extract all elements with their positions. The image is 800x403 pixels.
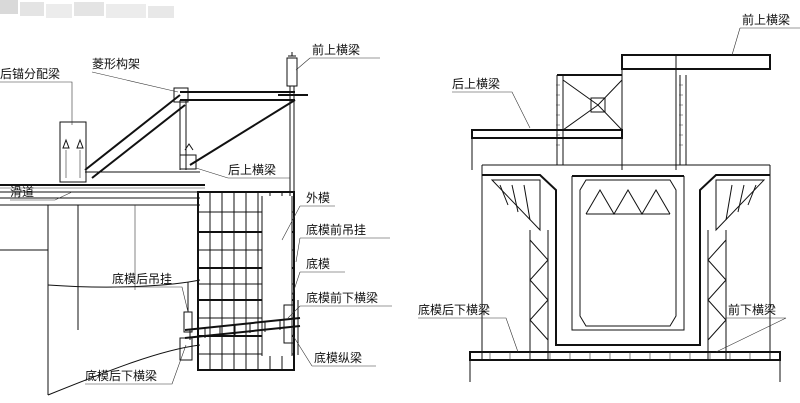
label-bottom-form: 底模 xyxy=(306,256,330,271)
outer-form-grid xyxy=(197,191,295,371)
label-front-upper-beam-right: 前上横梁 xyxy=(742,12,790,27)
label-rear-upper-beam-left: 后上横梁 xyxy=(228,162,276,177)
blurred-watermark xyxy=(0,0,174,18)
label-slide-rail: 滑道 xyxy=(10,185,34,199)
label-bottom-form-longitudinal-beam: 底模纵梁 xyxy=(314,350,362,365)
label-rear-upper-beam-right: 后上横梁 xyxy=(452,76,500,91)
leader-lines xyxy=(0,27,800,385)
label-outer-form: 外模 xyxy=(306,191,330,205)
label-front-lower-beam: 前下横梁 xyxy=(728,302,776,317)
left-labels: 后锚分配梁 菱形构架 前上横梁 后上横梁 滑道 外模 底模前吊挂 底模 底模后吊… xyxy=(0,42,378,383)
label-front-upper-beam-left: 前上横梁 xyxy=(312,42,360,57)
label-bottom-form-front-hanger: 底模前吊挂 xyxy=(306,222,366,237)
right-cross-section xyxy=(469,54,781,382)
label-bottom-form-front-lower-beam: 底模前下横梁 xyxy=(306,290,378,305)
label-rear-anchor-beam: 后锚分配梁 xyxy=(0,66,60,81)
left-side-elevation xyxy=(0,52,308,396)
label-bottom-form-rear-lower-beam-right: 底模后下横梁 xyxy=(418,302,490,317)
right-labels: 前上横梁 后上横梁 底模后下横梁 前下横梁 xyxy=(418,12,790,317)
label-bottom-form-rear-lower-beam-left: 底模后下横梁 xyxy=(85,368,157,383)
label-bottom-form-rear-hanger: 底模后吊挂 xyxy=(112,271,172,286)
label-diamond-truss: 菱形构架 xyxy=(92,56,140,71)
